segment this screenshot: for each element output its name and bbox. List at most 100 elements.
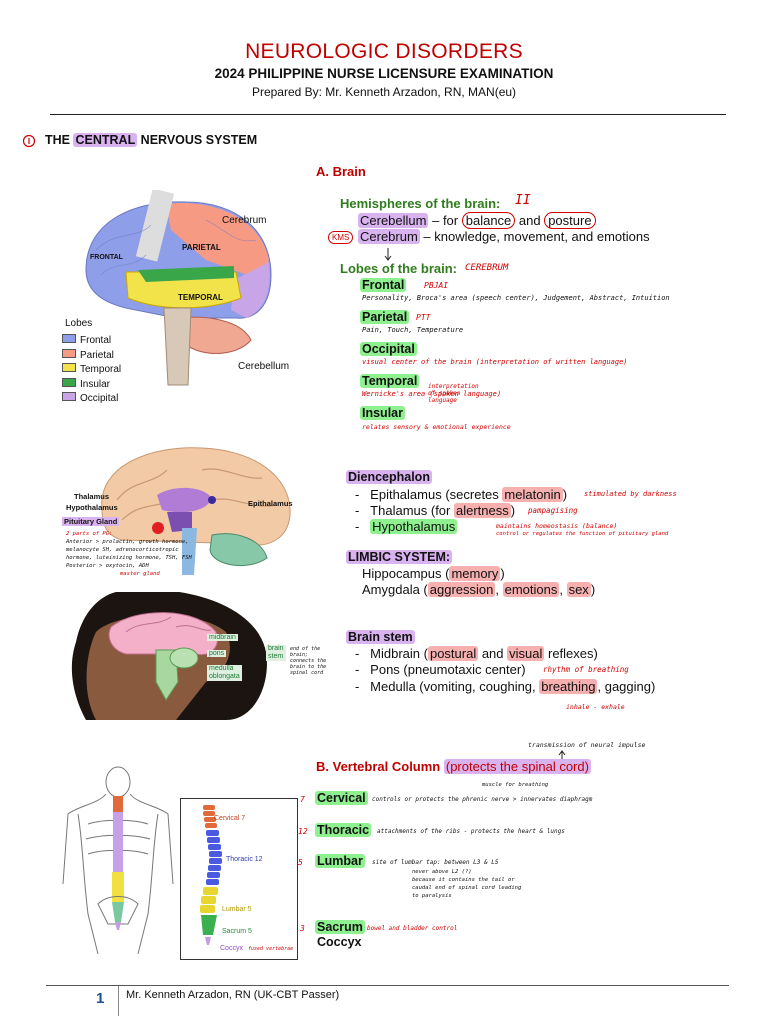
hemispheres-note: II bbox=[515, 193, 531, 208]
fig-label-midbrain: midbrain bbox=[207, 634, 238, 641]
diencephalon-heading: Diencephalon bbox=[346, 470, 432, 484]
spine-label-coccyx: Coccyx bbox=[220, 945, 243, 952]
fig-label-hypothalamus: Hypothalamus bbox=[66, 503, 118, 512]
lobe-frontal: Frontal bbox=[360, 278, 407, 292]
fig-label-pons: pons bbox=[207, 650, 227, 657]
hypothalamus-note-2: control or regulates the function of pit… bbox=[496, 531, 669, 537]
hemispheres-label: Hemispheres of the brain: bbox=[340, 196, 501, 211]
header-divider bbox=[50, 114, 726, 115]
lobe-parietal: Parietal bbox=[360, 310, 410, 324]
lobes-note: CEREBRUM bbox=[465, 263, 509, 273]
lobe-frontal-note: PBJAI bbox=[424, 281, 449, 290]
dience-item-epithalamus: - Epithalamus (secretes melatonin) bbox=[355, 487, 568, 502]
lobe-occipital-desc: visual center of the brain (interpretati… bbox=[362, 358, 628, 366]
fig-label-pituitary: Pituitary Gland bbox=[62, 517, 120, 526]
muscle-note: muscle for breathing bbox=[482, 782, 549, 788]
brainstem-midbrain: - Midbrain (postural and visual reflexes… bbox=[355, 646, 598, 661]
brainstem-figure bbox=[56, 592, 286, 720]
lobe-occipital: Occipital bbox=[360, 342, 417, 356]
lumbar-note: site of lumbar tap: between L3 & L5 bbox=[372, 859, 499, 866]
master-gland-note: master gland bbox=[120, 571, 160, 577]
vertebra-coccyx: Coccyx bbox=[317, 935, 362, 949]
vertebra-thoracic: Thoracic bbox=[315, 823, 372, 837]
thoracic-count: 12 bbox=[298, 827, 308, 836]
document-title: NEUROLOGIC DISORDERS bbox=[245, 40, 523, 63]
spine-side-figure bbox=[180, 798, 298, 960]
document-author: Prepared By: Mr. Kenneth Arzadon, RN, MA… bbox=[251, 85, 517, 99]
arrow-down-icon bbox=[383, 248, 393, 262]
legend-item-parietal: Parietal bbox=[62, 348, 121, 364]
vertebra-lumbar: Lumbar bbox=[315, 854, 365, 868]
circled-one-icon bbox=[22, 134, 36, 148]
lobe-frontal-desc: Personality, Broca's area (speech center… bbox=[362, 294, 670, 302]
fig-label-frontal: FRONTAL bbox=[90, 254, 123, 261]
document-subtitle: 2024 PHILIPPINE NURSE LICENSURE EXAMINAT… bbox=[214, 66, 554, 81]
limbic-amygdala: Amygdala (aggression, emotions, sex) bbox=[362, 582, 596, 597]
spine-label-lumbar: Lumbar 5 bbox=[222, 906, 252, 913]
dience-item-hypothalamus: - Hypothalamus bbox=[355, 519, 458, 534]
thoracic-note: attachments of the ribs - protects the h… bbox=[377, 828, 565, 835]
cerebrum-line: Cerebrum – knowledge, movement, and emot… bbox=[358, 229, 650, 244]
cervical-note: controls or protects the phrenic nerve >… bbox=[372, 796, 593, 803]
vertebral-heading: B. Vertebral Column (protects the spinal… bbox=[316, 759, 591, 774]
brain-lobes-figure bbox=[56, 190, 312, 408]
fig-label-parietal: PARIETAL bbox=[182, 243, 221, 252]
brainstem-heading: Brain stem bbox=[346, 630, 415, 644]
lobe-insular-desc: relates sensory & emotional experience bbox=[362, 423, 511, 431]
limbic-hippocampus: Hippocampus (memory) bbox=[362, 566, 505, 581]
fig-label-temporal: TEMPORAL bbox=[178, 293, 223, 302]
lumbar-notes: never above L2 (?) because it contains t… bbox=[412, 869, 522, 899]
footer-divider bbox=[46, 985, 729, 986]
lobe-parietal-note: PTT bbox=[416, 313, 431, 322]
brain-heading: A. Brain bbox=[316, 164, 366, 179]
cerebellum-line: Cerebellum – for balance and posture bbox=[358, 212, 596, 229]
pons-note: rhythm of breathing bbox=[543, 665, 629, 674]
sacrum-note: bowel and bladder control bbox=[367, 925, 458, 932]
lobe-temporal-note: interpretation of spoken language bbox=[428, 383, 479, 404]
medulla-note: inhale - exhale bbox=[566, 703, 625, 711]
page-number: 1 bbox=[96, 990, 105, 1007]
spine-label-thoracic: Thoracic 12 bbox=[226, 856, 263, 863]
legend-item-occipital: Occipital bbox=[62, 392, 121, 407]
cerebrum-badge: KMS bbox=[328, 231, 354, 244]
section-title: THE CENTRAL NERVOUS SYSTEM bbox=[45, 133, 258, 147]
fig-label-epithalamus: Epithalamus bbox=[248, 499, 293, 508]
cervical-count: 7 bbox=[300, 795, 305, 804]
coccyx-note: fused vertebrae bbox=[248, 946, 294, 952]
fig-label-cerebellum: Cerebellum bbox=[238, 361, 290, 372]
legend-title: Lobes bbox=[65, 318, 93, 329]
vertebra-sacrum: Sacrum bbox=[315, 920, 365, 934]
fig-label-cerebrum: Cerebrum bbox=[222, 215, 267, 226]
lobe-temporal: Temporal bbox=[360, 374, 420, 388]
lumbar-count: 5 bbox=[298, 858, 303, 867]
footer-separator bbox=[118, 986, 119, 1016]
spine-body-figure bbox=[58, 764, 178, 954]
epithalamus-note: stimulated by darkness bbox=[584, 490, 677, 498]
limbic-heading: LIMBIC SYSTEM: bbox=[346, 550, 453, 564]
diencephalon-figure bbox=[62, 440, 302, 580]
legend-item-temporal: Temporal bbox=[62, 363, 121, 378]
footer-text: Mr. Kenneth Arzadon, RN (UK-CBT Passer) bbox=[126, 989, 340, 1001]
pituitary-notes: 2 parts of PG: Anterior > prolactin, gro… bbox=[66, 531, 192, 569]
fig-label-thalamus: Thalamus bbox=[74, 492, 110, 501]
brain-legend: Frontal Parietal Temporal Insular Occipi… bbox=[62, 334, 121, 407]
hypothalamus-note: maintains homeostasis (balance) bbox=[496, 522, 618, 530]
brainstem-medulla: - Medulla (vomiting, coughing, breathing… bbox=[355, 679, 656, 694]
vertebral-top-note: transmission of neural impulse bbox=[528, 741, 646, 749]
lobe-insular: Insular bbox=[360, 406, 405, 420]
dience-item-thalamus: - Thalamus (for alertness) bbox=[355, 503, 516, 518]
vertebra-cervical: Cervical bbox=[315, 791, 368, 805]
legend-item-frontal: Frontal bbox=[62, 334, 121, 349]
legend-item-insular: Insular bbox=[62, 377, 121, 393]
thalamus-note: pampagising bbox=[528, 506, 578, 515]
spine-label-cervical: Cervical 7 bbox=[214, 815, 246, 822]
lobe-temporal-desc: Wernicke's area (spoken language) bbox=[362, 390, 502, 398]
brainstem-fig-note: end of the brain; connects the brain to … bbox=[290, 646, 327, 676]
brainstem-pons: - Pons (pneumotaxic center) bbox=[355, 662, 526, 677]
sacrum-count: 3 bbox=[300, 924, 305, 933]
lobes-label: Lobes of the brain: bbox=[340, 261, 457, 276]
spine-label-sacrum: Sacrum 5 bbox=[222, 928, 252, 935]
lobe-parietal-desc: Pain, Touch, Temperature bbox=[362, 326, 464, 334]
